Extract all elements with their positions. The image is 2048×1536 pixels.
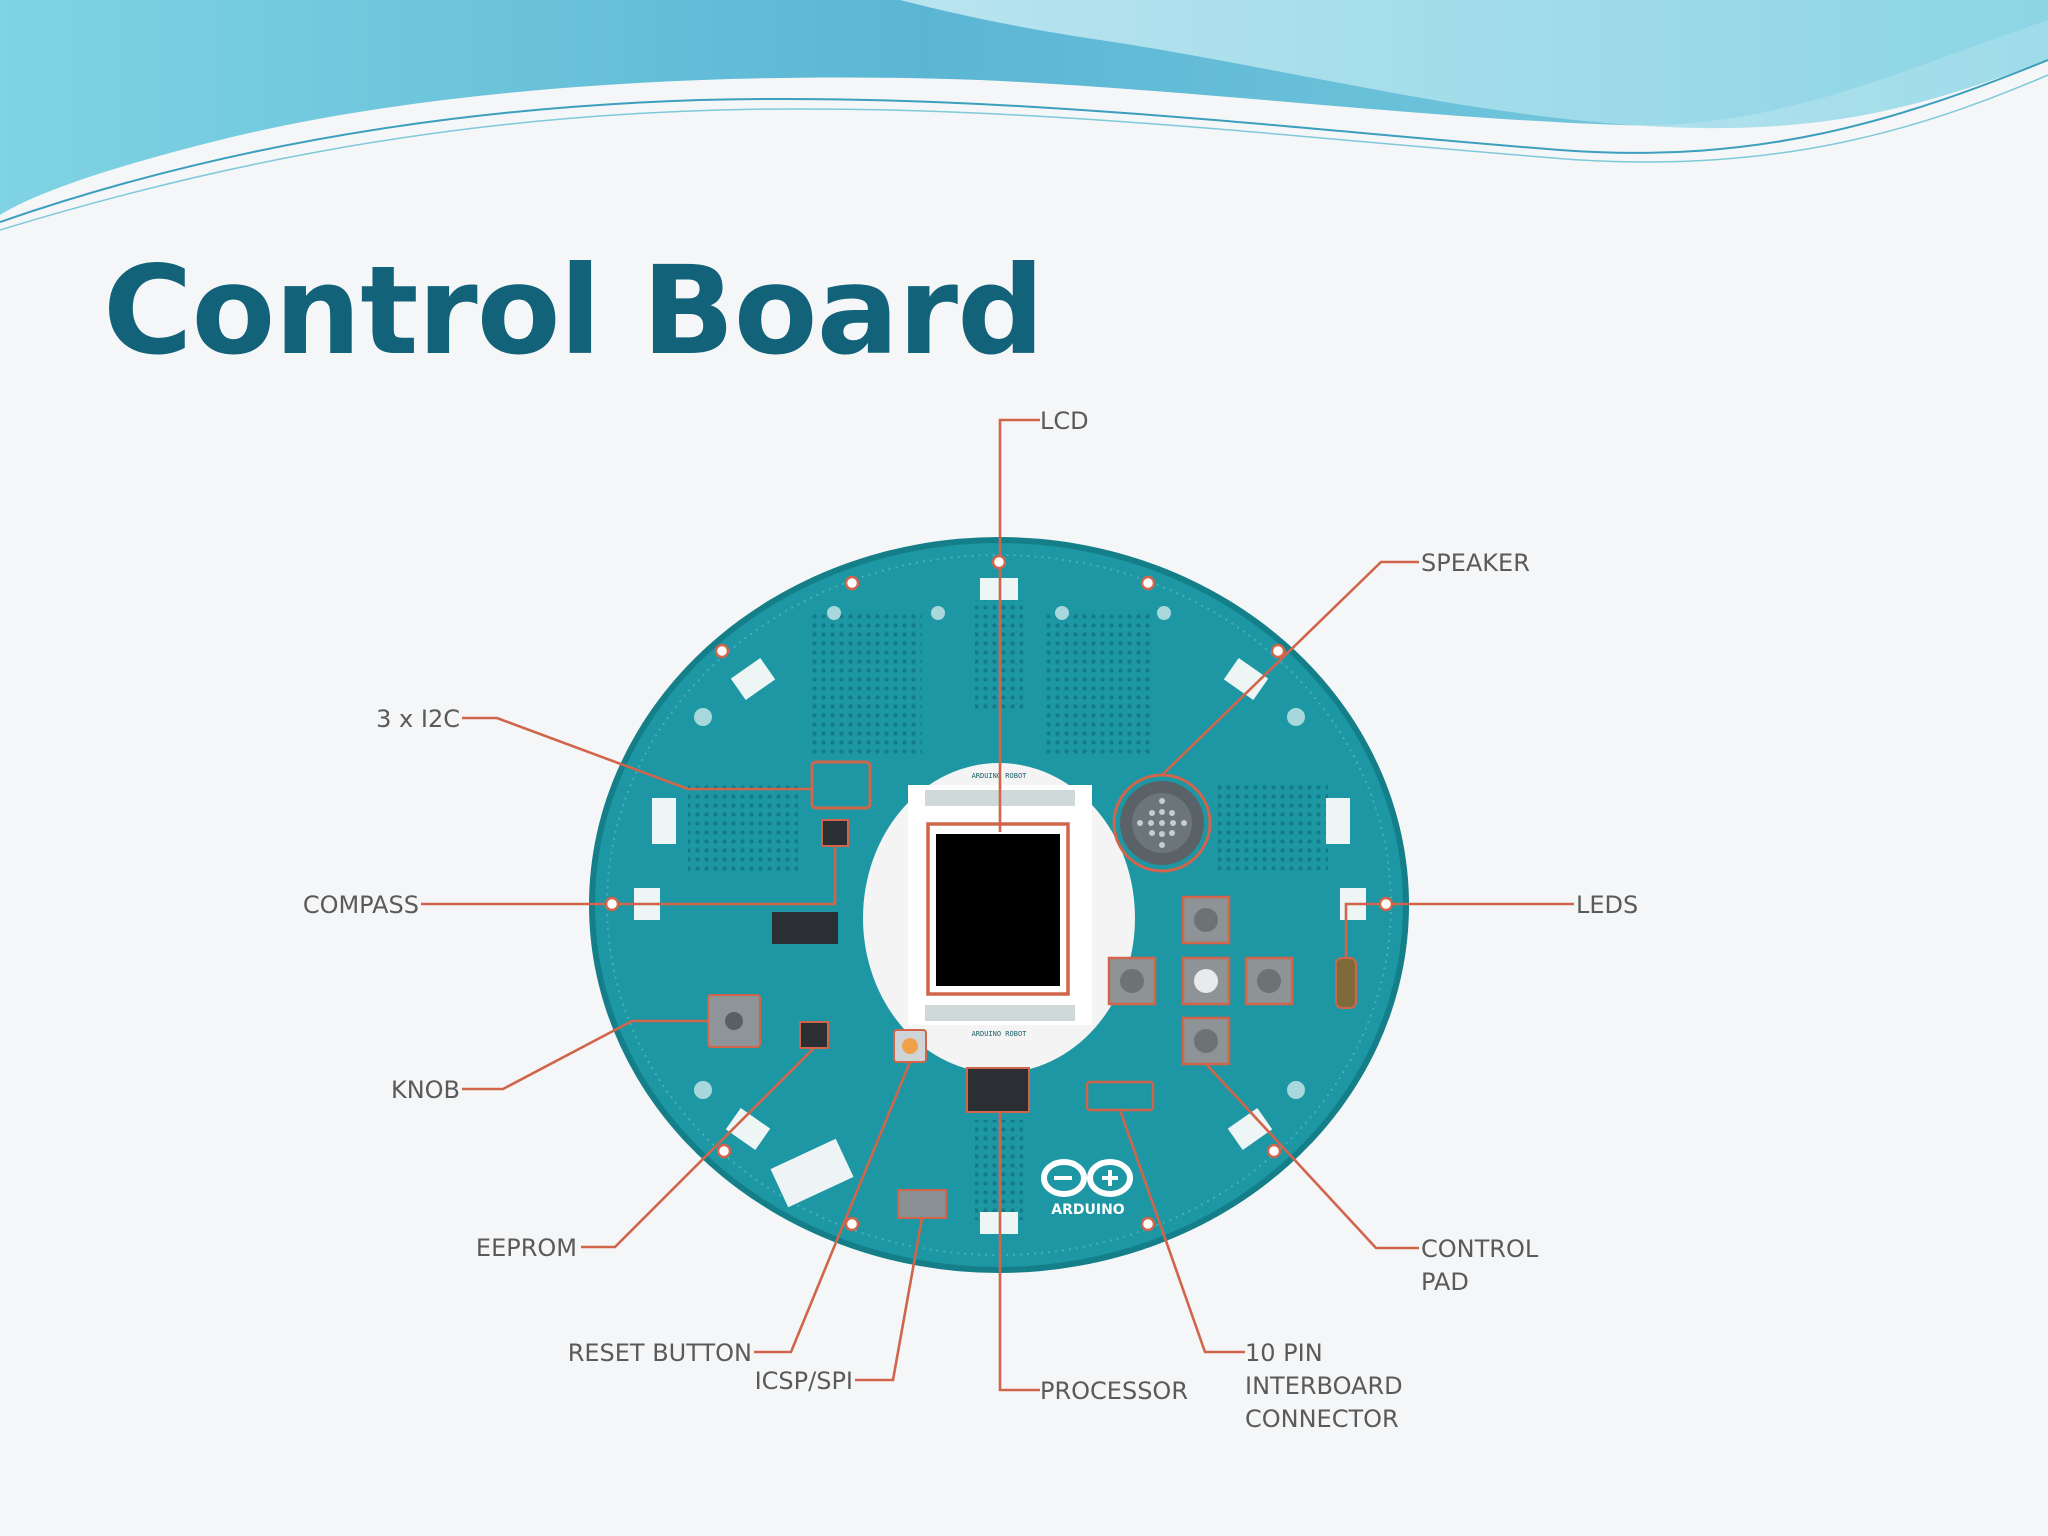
label-control-pad-line2: PAD <box>1421 1268 1469 1296</box>
knob-component <box>708 995 760 1047</box>
label-eeprom: EEPROM <box>476 1234 577 1262</box>
label-i2c: 3 x I2C <box>376 705 460 733</box>
proto-area-top-left <box>812 610 922 755</box>
speaker-component <box>1114 775 1210 871</box>
label-speaker: SPEAKER <box>1421 549 1530 577</box>
proto-area-right <box>1218 782 1328 870</box>
lcd-screen <box>936 834 1060 986</box>
label-knob: KNOB <box>391 1076 460 1104</box>
label-processor: PROCESSOR <box>1040 1377 1188 1405</box>
icsp-header <box>898 1190 946 1218</box>
label-interboard-line2: INTERBOARD <box>1245 1372 1403 1400</box>
compass-chip <box>822 820 848 846</box>
label-icsp-spi: ICSP/SPI <box>755 1367 853 1395</box>
label-interboard-line1: 10 PIN <box>1245 1339 1323 1367</box>
label-lcd: LCD <box>1040 407 1089 435</box>
silk-label-bottom: ARDUINO ROBOT <box>972 1030 1028 1038</box>
proto-area-top-right <box>1042 610 1152 755</box>
processor-chip <box>967 1068 1029 1112</box>
label-control-pad-line1: CONTROL <box>1421 1235 1539 1263</box>
arduino-logo-text: ARDUINO <box>1051 1202 1125 1218</box>
leds-component <box>1336 958 1356 1008</box>
label-leds: LEDS <box>1576 891 1638 919</box>
label-interboard-line3: CONNECTOR <box>1245 1405 1399 1433</box>
label-compass: COMPASS <box>303 891 419 919</box>
ic-chip <box>772 912 838 944</box>
label-reset-button: RESET BUTTON <box>568 1339 752 1367</box>
proto-area-left <box>688 782 798 872</box>
eeprom-chip <box>800 1022 828 1048</box>
reset-button-component <box>894 1030 926 1062</box>
